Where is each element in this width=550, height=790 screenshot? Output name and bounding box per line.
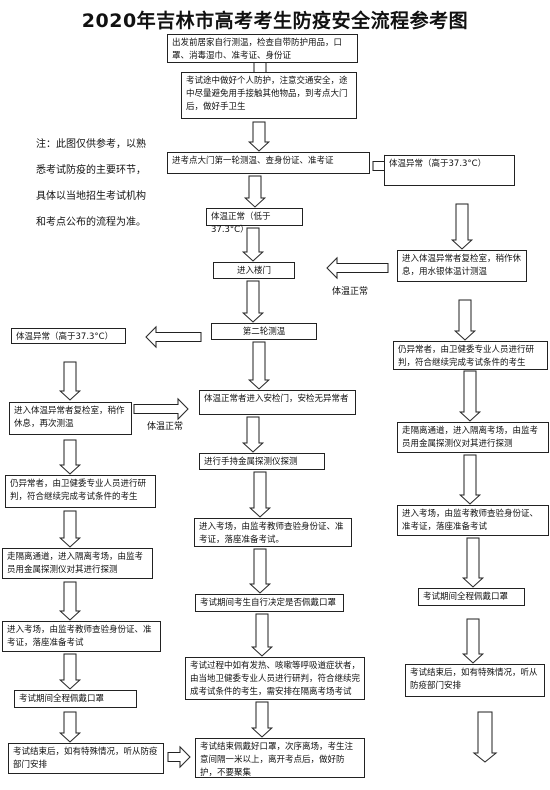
arrow-l4-l5: [58, 581, 82, 621]
arrow-r3-r4: [458, 370, 482, 422]
label-temp-normal-right: 体温正常: [332, 287, 369, 297]
box-right-isolation-route: 走隔离通道，进入隔离考场，由监考员用金属探测仪对其进行探测: [397, 422, 549, 453]
box-left-mask-required: 考试期间全程佩戴口罩: [14, 690, 137, 708]
note-text: 注：此图仅供参考，以熟悉考试防疫的主要环节，具体以当地招生考试机构和考点公布的流…: [36, 139, 146, 228]
box-right-exam-end: 考试结束后，如有特殊情况，听从防疫部门安排: [405, 664, 545, 697]
box-home-check: 出发前居家自行测温，检查自带防护用品，口罩、消毒湿巾、准考证、身份证: [167, 34, 358, 63]
arrow-r-end: [472, 711, 498, 763]
box-left-exam-end: 考试结束后，如有特殊情况，听从防疫部门安排: [8, 743, 164, 774]
arrow-l2-b7: [133, 397, 189, 421]
arrow-r4-r5: [458, 454, 482, 505]
box-left-temp-abnormal: 体温异常（高于37.3°C）: [11, 328, 126, 344]
box-left-enter-exam: 进入考场，由监考教师查验身份证、准考证，落座准备考试: [2, 621, 161, 652]
box-temp-normal: 体温正常（低于37.3°C）: [206, 208, 303, 235]
label-temp-normal-left: 体温正常: [147, 422, 184, 432]
box-left-expert-assess: 仍异常者，由卫健委专业人员进行研判，符合继续完成考试条件的考生: [5, 475, 156, 508]
box-exam-end: 考试结束佩戴好口罩，次序离场，考生注意间隔一米以上，离开考点后，做好防护，不要聚…: [195, 738, 365, 778]
box-symptom-handling: 考试过程中如有发热、咳嗽等呼吸道症状者，由当地卫健委专业人员进行研判，符合继续完…: [185, 657, 365, 700]
box-right-expert-assess: 仍异常者，由卫健委专业人员进行研判，符合继续完成考试条件的考生: [393, 341, 548, 370]
arrow-l5-l6: [58, 653, 82, 690]
arrow-r2-r3: [453, 299, 477, 341]
arrow-b7-b8: [241, 416, 265, 453]
arrow-b8-b9: [248, 471, 272, 518]
arrow-r2-b5: [326, 256, 389, 280]
arrow-r6-r7: [461, 618, 485, 664]
arrow-l2-l3: [58, 439, 82, 475]
page-title: 2020年吉林市高考考生防疫安全流程参考图: [81, 10, 469, 32]
box-mask-optional: 考试期间考生自行决定是否佩戴口罩: [195, 594, 344, 612]
box-enter-exam-room: 进入考场，由监考教师查验身份证、准考证，落座准备考试。: [194, 518, 352, 547]
box-gate-first-check: 进考点大门第一轮测温、查身份证、准考证: [167, 152, 370, 174]
box-second-check: 第二轮测温: [211, 323, 317, 340]
arrow-b6-l1: [145, 325, 202, 349]
arrow-r5-r6: [461, 537, 485, 588]
box-left-isolation-route: 走隔离通道，进入隔离考场，由监考员用金属探测仪对其进行探测: [2, 548, 153, 579]
arrow-b4-b5: [241, 227, 265, 262]
arrow-b9-b10: [248, 548, 272, 594]
arrow-b11-b12: [250, 701, 274, 738]
box-right-temp-abnormal: 体温异常（高于37.3°C）: [384, 155, 515, 186]
arrow-l7-b12: [167, 745, 191, 769]
box-metal-detector: 进行手持金属探测仪探测: [199, 453, 325, 470]
box-left-recheck-room: 进入体温异常者复检室，稍作休息，再次测温: [9, 402, 132, 435]
box-security-gate: 体温正常者进入安检门，安检无异常者: [199, 390, 356, 415]
arrow-b3-b4: [243, 175, 267, 208]
arrow-b2-b3: [247, 121, 271, 152]
arrow-r1-r2: [450, 203, 474, 250]
arrow-l1-l2: [58, 361, 82, 401]
box-right-mask-required: 考试期间全程佩戴口罩: [418, 588, 525, 606]
box-right-enter-exam: 进入考场，由监考教师查验身份证、准考证，落座准备考试: [397, 505, 549, 536]
box-travel-protection: 考试途中做好个人防护，注意交通安全，途中尽量避免用手接触其他物品，到考点大门后，…: [181, 72, 357, 119]
box-enter-building: 进入楼门: [213, 262, 295, 279]
arrow-b5-b6: [241, 280, 265, 323]
box-right-recheck-room: 进入体温异常者复检室，稍作休息，用水银体温计测温: [397, 250, 527, 282]
arrow-l6-l7: [58, 711, 82, 743]
arrow-b6-b7: [247, 341, 271, 390]
arrow-b10-b11: [250, 613, 274, 657]
arrow-l3-l4: [58, 510, 82, 548]
